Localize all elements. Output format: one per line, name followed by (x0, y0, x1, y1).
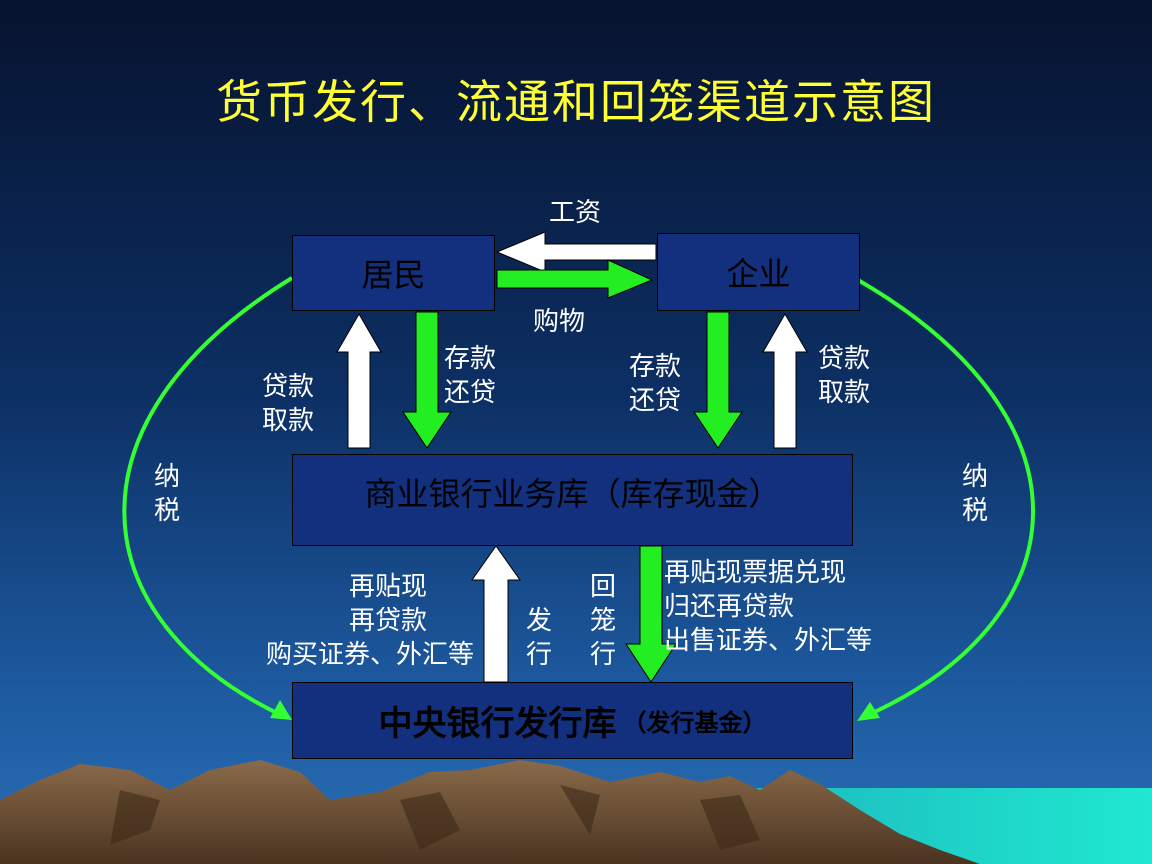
commercial-bank-box: 商业银行业务库（库存现金） (292, 454, 853, 546)
right-up-label-line: 取款 (818, 378, 871, 408)
wages-label: 工资 (549, 198, 602, 228)
issue-methods-label: 再贴现 再贷款 购买证券、外汇等 (242, 570, 474, 672)
left-down-label-line: 存款 (444, 344, 497, 374)
left-up-label: 贷款 取款 (262, 370, 314, 438)
left-down-label: 存款 还贷 (444, 342, 496, 410)
left-up-arrow (336, 313, 382, 449)
left-up-label-line: 贷款 (262, 372, 315, 402)
tax-label-left-char: 税 (153, 496, 180, 526)
issue-method-line: 再贷款 (348, 606, 427, 636)
left-down-label-line: 还贷 (444, 378, 497, 408)
commercial-bank-label: 商业银行业务库（库存现金） (364, 475, 781, 513)
withdraw-method-line: 出售证券、外汇等 (664, 626, 873, 656)
tax-label-right-char: 税 (961, 496, 988, 526)
withdraw-method-line: 归还再贷款 (664, 592, 795, 622)
right-up-label-line: 贷款 (818, 344, 871, 374)
withdraw-label: 回 笼 行 (586, 570, 620, 672)
residents-label: 居民 (361, 256, 426, 294)
withdraw-arrow (625, 545, 677, 683)
central-bank-label: 中央银行发行库 (378, 704, 617, 744)
shopping-arrow (496, 259, 654, 299)
issue-method-line: 购买证券、外汇等 (265, 640, 474, 670)
tax-label-right: 纳 税 (958, 460, 992, 528)
enterprise-box: 企业 (657, 233, 860, 311)
central-bank-box: 中央银行发行库 （发行基金） (292, 682, 853, 759)
withdraw-char: 笼 (589, 606, 616, 636)
issue-char: 发 (525, 606, 552, 636)
right-down-label-line: 存款 (629, 352, 682, 382)
left-down-arrow (402, 311, 452, 449)
issue-arrow (471, 545, 521, 683)
right-up-arrow (762, 313, 808, 449)
tax-label-right-char: 纳 (961, 462, 988, 492)
tax-label-left: 纳 税 (150, 460, 184, 528)
page-title: 货币发行、流通和回笼渠道示意图 (216, 75, 936, 129)
tax-curve-right (856, 278, 1035, 718)
issue-char: 行 (525, 640, 552, 670)
enterprise-label: 企业 (726, 255, 791, 293)
issue-label: 发 行 (522, 604, 556, 672)
right-down-arrow (693, 311, 743, 449)
right-down-label: 存款 还贷 (629, 350, 681, 418)
tax-label-left-char: 纳 (153, 462, 180, 492)
shopping-label: 购物 (533, 307, 586, 337)
central-bank-note: （发行基金） (622, 708, 767, 737)
tax-arrowhead-right (857, 702, 880, 721)
withdraw-char: 行 (589, 640, 616, 670)
right-down-label-line: 还贷 (629, 386, 682, 416)
withdraw-char: 回 (589, 572, 616, 602)
wages-arrow (495, 231, 657, 273)
withdraw-methods-label: 再贴现票据兑现 归还再贷款 出售证券、外汇等 (664, 556, 872, 658)
issue-method-line: 再贴现 (348, 572, 427, 602)
residents-box: 居民 (292, 235, 495, 311)
right-up-label: 贷款 取款 (818, 342, 870, 410)
left-up-label-line: 取款 (262, 406, 315, 436)
tax-arrowhead-left (270, 700, 292, 720)
withdraw-method-line: 再贴现票据兑现 (664, 558, 847, 588)
tax-curve-left (122, 276, 294, 718)
